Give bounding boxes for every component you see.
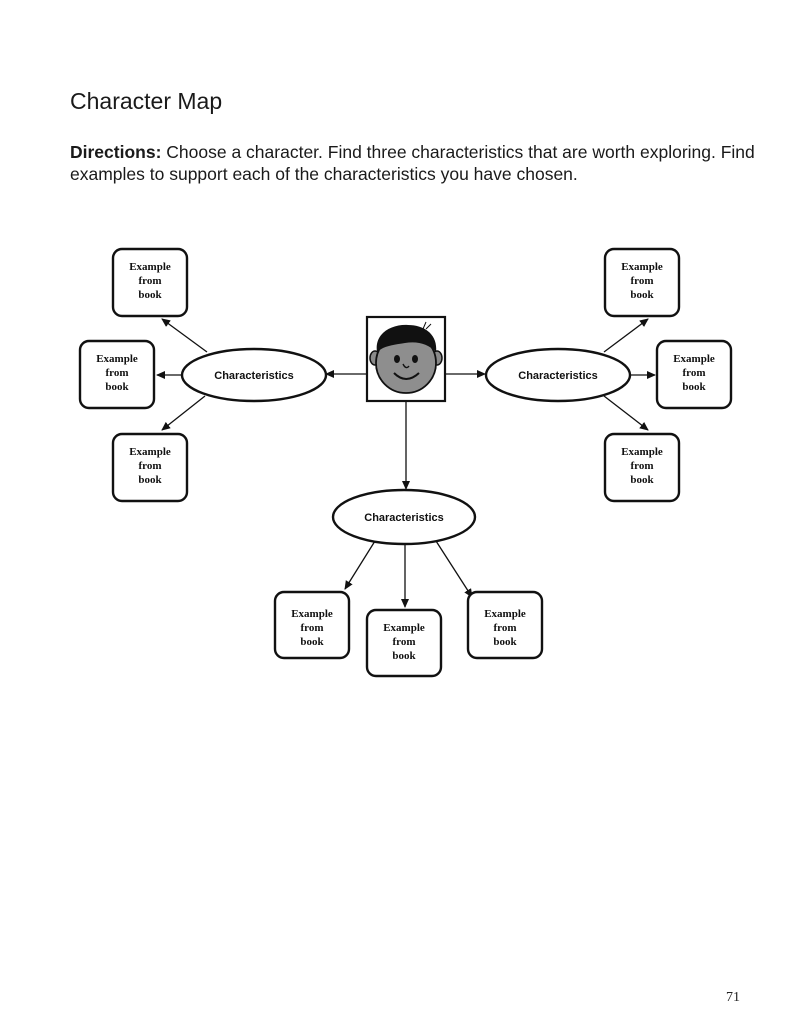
characteristic-oval-left: Characteristics bbox=[180, 347, 328, 403]
example-line-2: from bbox=[630, 275, 653, 287]
characteristic-label: Characteristics bbox=[364, 512, 444, 524]
smiling-boy-face-icon bbox=[369, 321, 443, 394]
example-line-2: from bbox=[300, 622, 323, 634]
connector-right-bottom bbox=[603, 395, 649, 431]
example-box-right-mid: Example from book bbox=[655, 339, 733, 410]
example-line-2: from bbox=[138, 275, 161, 287]
directions-label: Directions: bbox=[70, 142, 162, 162]
example-line-3: book bbox=[630, 289, 654, 301]
example-line-1: Example bbox=[621, 261, 663, 273]
example-line-1: Example bbox=[383, 622, 425, 634]
example-line-2: from bbox=[493, 622, 516, 634]
directions: Directions: Choose a character. Find thr… bbox=[70, 141, 770, 185]
character-portrait bbox=[365, 315, 447, 403]
example-box-bottom-right: Example from book bbox=[466, 590, 544, 660]
connector-left-bottom bbox=[161, 395, 206, 431]
example-box-right-bottom: Example from book bbox=[603, 432, 681, 503]
example-box-right-top: Example from book bbox=[603, 247, 681, 318]
example-line-2: from bbox=[138, 460, 161, 472]
example-line-3: book bbox=[493, 636, 517, 648]
connector-bottom-right bbox=[435, 540, 473, 598]
example-line-1: Example bbox=[484, 608, 526, 620]
page-number: 71 bbox=[726, 990, 740, 1005]
characteristic-label: Characteristics bbox=[214, 370, 294, 382]
example-line-1: Example bbox=[621, 446, 663, 458]
example-line-1: Example bbox=[96, 353, 138, 365]
example-line-2: from bbox=[682, 367, 705, 379]
example-line-2: from bbox=[392, 636, 415, 648]
example-box-left-top: Example from book bbox=[111, 247, 189, 318]
example-line-2: from bbox=[630, 460, 653, 472]
example-line-3: book bbox=[682, 381, 706, 393]
example-line-3: book bbox=[138, 289, 162, 301]
example-box-bottom-mid: Example from book bbox=[365, 608, 443, 678]
directions-text: Choose a character. Find three character… bbox=[70, 142, 755, 184]
page-title: Character Map bbox=[70, 88, 223, 114]
example-line-1: Example bbox=[291, 608, 333, 620]
example-line-3: book bbox=[300, 636, 324, 648]
example-line-2: from bbox=[105, 367, 128, 379]
example-line-3: book bbox=[138, 474, 162, 486]
example-line-3: book bbox=[392, 650, 416, 662]
example-line-1: Example bbox=[673, 353, 715, 365]
example-box-left-bottom: Example from book bbox=[111, 432, 189, 503]
example-box-left-mid: Example from book bbox=[78, 339, 156, 410]
example-line-3: book bbox=[105, 381, 129, 393]
example-box-bottom-left: Example from book bbox=[273, 590, 351, 660]
example-line-3: book bbox=[630, 474, 654, 486]
connectors bbox=[156, 318, 656, 608]
example-line-1: Example bbox=[129, 261, 171, 273]
characteristic-oval-bottom: Characteristics bbox=[331, 488, 477, 546]
example-line-1: Example bbox=[129, 446, 171, 458]
characteristic-label: Characteristics bbox=[518, 370, 598, 382]
connector-left-top bbox=[161, 318, 208, 353]
characteristic-oval-right: Characteristics bbox=[484, 347, 632, 403]
connector-right-top bbox=[603, 318, 649, 353]
connector-bottom-left bbox=[344, 540, 376, 590]
